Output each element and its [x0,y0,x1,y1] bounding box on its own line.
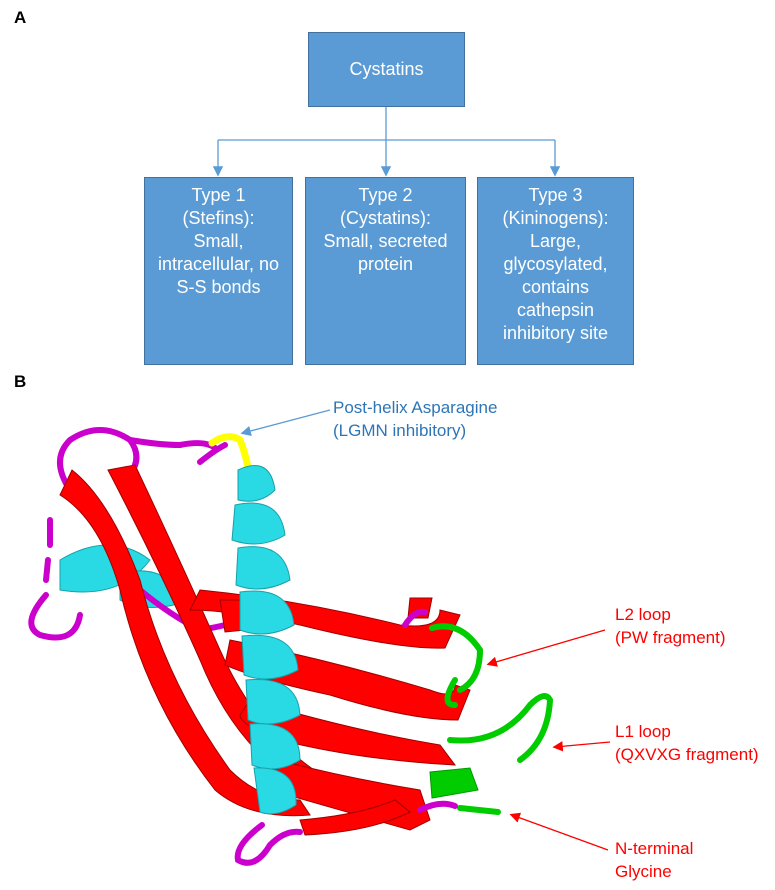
type-2-box: Type 2 (Cystatins): Small, secreted prot… [305,177,466,365]
asparagine-arrow [240,409,331,437]
l1-loop-arrow [552,741,611,752]
tree-connector [212,107,561,177]
green-strand-segment [429,767,479,799]
n-terminal-arrow [509,812,609,851]
type-2-label: Type 2 (Cystatins): Small, secreted prot… [323,185,448,274]
cystatins-root-box: Cystatins [308,32,465,107]
n-terminal-glycine-annotation: N-terminal Glycine [615,839,694,881]
type-3-box: Type 3 (Kininogens): Large, glycosylated… [477,177,634,365]
asparagine-segment [208,433,252,472]
panel-label-a: A [14,8,27,27]
type-1-box: Type 1 (Stefins): Small, intracellular, … [144,177,293,365]
l1-loop-annotation: L1 loop (QXVXG fragment) [615,722,759,764]
root-label: Cystatins [349,59,424,79]
type-3-label: Type 3 (Kininogens): Large, glycosylated… [502,185,609,343]
green-loops [429,623,554,815]
top-loop [57,427,228,493]
post-helix-asparagine-annotation: Post-helix Asparagine (LGMN inhibitory) [333,398,498,440]
alpha-helix [231,465,301,815]
type-1-label: Type 1 (Stefins): Small, intracellular, … [157,185,280,297]
l2-loop-arrow [486,629,606,667]
panel-label-b: B [14,372,27,391]
bottom-loops [234,608,458,866]
l2-loop-annotation: L2 loop (PW fragment) [615,605,726,647]
